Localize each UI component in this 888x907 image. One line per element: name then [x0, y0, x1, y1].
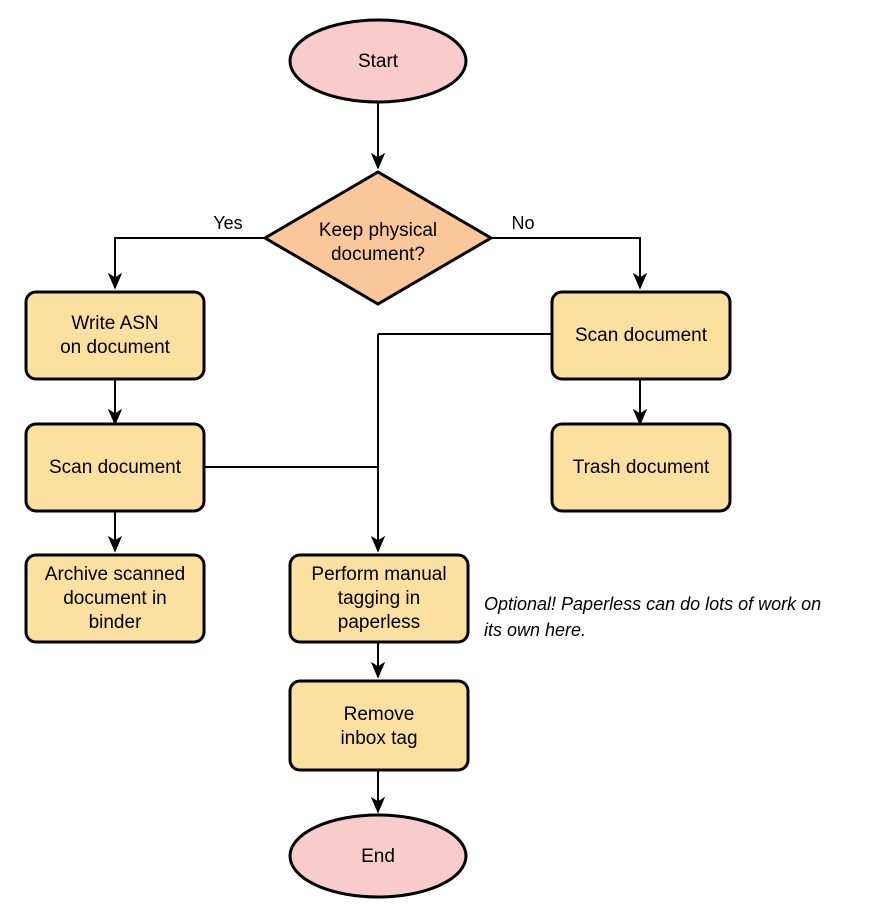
node-write-asn-on-document[interactable]: Write ASN on document	[24, 290, 206, 381]
write-asn-label-line2: on document	[60, 337, 171, 358]
decision-label-line1: Keep physical	[319, 220, 437, 241]
node-scan-document-right[interactable]: Scan document	[550, 290, 732, 381]
node-remove-inbox-tag[interactable]: Remove inbox tag	[288, 679, 470, 772]
remove-inbox-box-shape	[288, 679, 470, 772]
remove-inbox-label-line2: inbox tag	[340, 728, 417, 749]
trash-box-shape	[550, 422, 732, 513]
optional-note-line2: its own here.	[484, 620, 586, 640]
node-end[interactable]: End	[288, 813, 468, 899]
node-scan-document-left[interactable]: Scan document	[24, 422, 206, 513]
write-asn-label-line1: Write ASN	[71, 313, 158, 334]
edge-decision-no-to-scan-right	[491, 237, 648, 290]
scan-left-box-shape	[24, 422, 206, 513]
end-label: End	[361, 846, 395, 867]
tagging-label-line1: Perform manual	[311, 564, 446, 585]
scan-left-label: Scan document	[49, 457, 182, 478]
trash-label: Trash document	[573, 457, 710, 478]
end-ellipse-shape	[288, 813, 468, 899]
edge-decision-yes-to-write-asn	[107, 237, 265, 290]
archive-box-shape	[24, 553, 206, 644]
scan-right-box-shape	[550, 290, 732, 381]
archive-label-line2: document in	[63, 588, 167, 609]
node-perform-manual-tagging-in-paperless[interactable]: Perform manual tagging in paperless	[288, 553, 470, 644]
remove-inbox-label-line1: Remove	[344, 704, 415, 725]
node-start[interactable]: Start	[288, 18, 468, 104]
write-asn-box-shape	[24, 290, 206, 381]
edges-layer	[107, 102, 648, 814]
tagging-box-shape	[288, 553, 470, 644]
node-archive-scanned-document-in-binder[interactable]: Archive scanned document in binder	[24, 553, 206, 644]
tagging-label-line3: paperless	[338, 612, 420, 633]
decision-label-line2: document?	[331, 244, 425, 265]
edge-label-no: No	[511, 213, 534, 233]
archive-label-line3: binder	[89, 612, 142, 633]
start-label: Start	[358, 51, 399, 72]
node-decision-keep-physical-document[interactable]: Keep physical document?	[262, 170, 494, 306]
start-ellipse-shape	[288, 18, 468, 104]
archive-label-line1: Archive scanned	[45, 564, 185, 585]
decision-diamond-shape	[262, 170, 494, 306]
node-trash-document[interactable]: Trash document	[550, 422, 732, 513]
annotation-optional-note: Optional! Paperless can do lots of work …	[484, 594, 821, 640]
scan-right-label: Scan document	[575, 325, 708, 346]
edge-label-yes: Yes	[213, 213, 242, 233]
tagging-label-line2: tagging in	[338, 588, 420, 609]
optional-note-line1: Optional! Paperless can do lots of work …	[484, 594, 821, 614]
